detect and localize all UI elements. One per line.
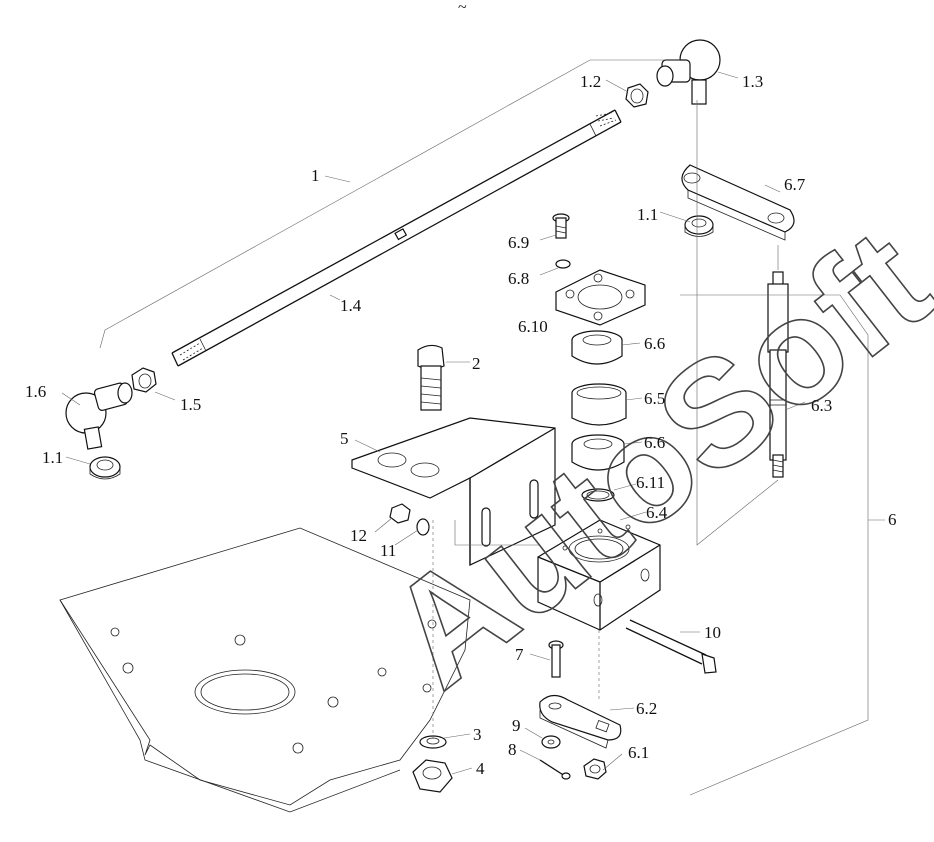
label-6-10: 6.10 [518,317,548,336]
label-6-1: 6.1 [628,743,649,762]
nut-1-5 [131,367,157,393]
bushing-6-5 [571,383,627,426]
label-1-5: 1.5 [180,395,201,414]
label-6-6-top: 6.6 [644,334,665,353]
washer-9 [541,735,561,749]
washer-6-8 [555,259,571,269]
bolt-6-9 [552,213,570,239]
cotter-pin-8 [539,759,571,780]
label-2: 2 [472,354,481,373]
nut-1-2 [625,83,649,108]
label-11: 11 [380,541,396,560]
base-plate [59,527,471,813]
bolt-2 [417,344,445,411]
bracket-5 [351,417,556,566]
label-7: 7 [515,645,524,664]
top-mark: ~ [458,0,467,16]
label-3: 3 [473,725,482,744]
label-1-3: 1.3 [742,72,763,91]
label-6-11: 6.11 [636,473,665,492]
label-6: 6 [888,510,897,529]
washer-11 [416,518,430,536]
lever-6-2 [539,694,622,749]
label-1-2: 1.2 [580,72,601,91]
rod-1-4 [171,109,622,367]
washer-1-1-left [89,456,121,480]
label-8: 8 [508,740,517,759]
leader-lines [61,71,885,775]
flange-6-10 [555,269,646,326]
lever-6-7 [681,164,795,241]
label-1-1-left: 1.1 [42,448,63,467]
label-9: 9 [512,716,521,735]
ball-joint-1-3 [656,39,721,105]
label-4: 4 [476,759,485,778]
bolt-10 [625,619,717,674]
nut-6-1 [583,758,607,780]
assembly-outline [99,59,869,796]
label-6-4: 6.4 [646,503,668,522]
label-1-4: 1.4 [340,296,362,315]
label-5: 5 [340,429,349,448]
nut-12 [389,503,411,524]
label-6-6-bottom: 6.6 [644,433,665,452]
label-1-6: 1.6 [25,382,46,401]
label-6-2: 6.2 [636,699,657,718]
label-12: 12 [350,526,367,545]
label-10: 10 [704,623,721,642]
washer-1-1-right [684,215,714,237]
ball-joint-1-6 [65,382,133,450]
label-6-3: 6.3 [811,396,832,415]
label-6-9: 6.9 [508,233,529,252]
nut-4 [412,759,453,793]
label-6-8: 6.8 [508,269,529,288]
label-1-1-right: 1.1 [637,205,658,224]
label-6-7: 6.7 [784,175,806,194]
label-6-5: 6.5 [644,389,665,408]
label-1: 1 [311,166,320,185]
bearing-6-6-bottom [571,434,625,471]
pin-7 [548,640,564,678]
ring-6-11 [581,488,615,502]
bearing-6-6-top [571,330,623,365]
shaft-6-3 [767,271,789,478]
housing-6-4 [537,519,661,631]
